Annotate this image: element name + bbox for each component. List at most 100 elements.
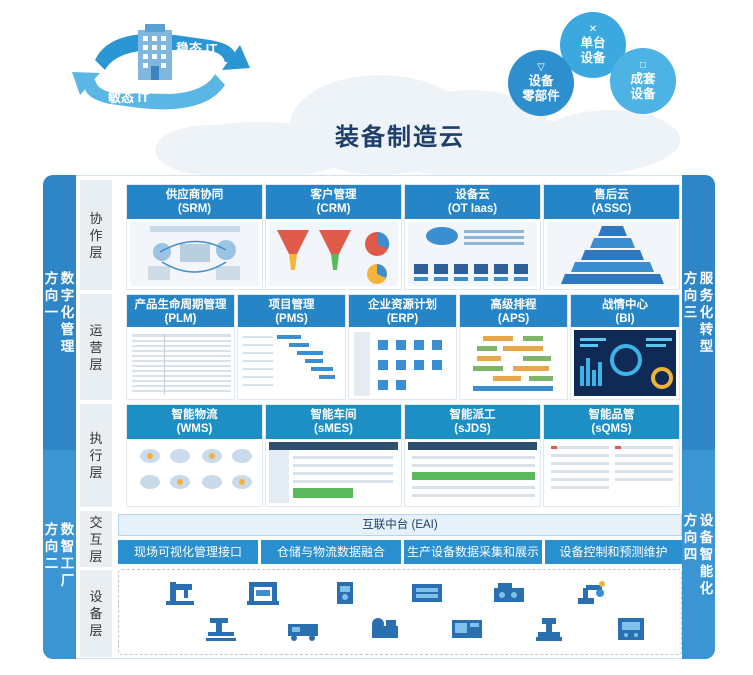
layer-device: 设备层 <box>80 570 112 657</box>
bi-preview <box>574 330 676 396</box>
erp-preview <box>352 330 453 396</box>
agile-it-label: 敏态 IT <box>108 90 150 105</box>
side-direction-4: 方向四 设备智能化 <box>682 450 715 659</box>
interface-visualization[interactable]: 现场可视化管理接口 <box>118 540 258 564</box>
module-crm-code: (CRM) <box>316 203 351 215</box>
module-aps-code: (APS) <box>497 313 530 325</box>
side-dir4-label: 方向四 <box>683 513 698 562</box>
module-bi[interactable]: 战情中心 (BI) <box>570 294 680 400</box>
interface-data-collection[interactable]: 生产设备数据采集和展示 <box>404 540 542 564</box>
interface-device-control[interactable]: 设备控制和预测维护 <box>545 540 682 564</box>
module-sjds-code: (sJDS) <box>454 423 491 435</box>
it-cycle-arrows <box>72 33 250 110</box>
bubble-parts: ▽ 设备 零部件 <box>508 50 574 116</box>
module-ot-iaas[interactable]: 设备云(OT Iaas) <box>404 184 541 290</box>
robot-arm-icon <box>578 581 605 604</box>
lathe-icon <box>494 583 524 602</box>
side-dir1-label: 方向一 <box>44 271 59 320</box>
module-sqms-name: 智能品管 <box>588 409 635 421</box>
side-direction-3: 方向三 服务化转型 <box>682 175 715 450</box>
module-assc-name: 售后云 <box>594 189 629 201</box>
module-pms-code: (PMS) <box>275 313 308 325</box>
tools-icon: ✕ <box>588 24 598 35</box>
module-erp-code: (ERP) <box>386 313 419 325</box>
side-dir2-sub: 数智工厂 <box>60 521 75 588</box>
side-dir4-sub: 设备智能化 <box>699 513 714 596</box>
grinding-machine-icon <box>372 618 398 638</box>
side-direction-2: 方向二 数智工厂 <box>43 450 76 659</box>
side-dir2-label: 方向二 <box>44 521 59 571</box>
bubble-parts-label: 设备 零部件 <box>522 74 560 103</box>
drill-press-icon <box>166 582 194 605</box>
module-smes-name: 智能车间 <box>310 409 357 421</box>
bubble-single-label: 单台 设备 <box>580 36 606 65</box>
control-panel-icon <box>618 618 644 640</box>
module-plm[interactable]: 产品生命周期管理 (PLM) <box>126 294 235 400</box>
building-icon <box>138 24 172 80</box>
side-direction-1: 方向一 数字化管理 <box>43 175 76 450</box>
smes-preview <box>269 442 398 503</box>
module-bi-code: (BI) <box>615 313 635 325</box>
ot-preview <box>408 222 537 286</box>
layer-interact-label: 交互层 <box>89 514 103 564</box>
module-sqms-code: (sQMS) <box>591 423 632 435</box>
milling-machine-icon <box>206 618 236 641</box>
module-aps[interactable]: 高级排程 (APS) <box>459 294 568 400</box>
module-smes-code: (sMES) <box>314 423 353 435</box>
hydraulic-press-icon <box>536 618 562 641</box>
conveyor-icon <box>288 624 318 641</box>
layer-exec: 执行层 <box>80 404 112 507</box>
side-dir3-sub: 服务化转型 <box>699 271 714 354</box>
module-pms[interactable]: 项目管理(PMS) <box>237 294 346 400</box>
layer-exec-label: 执行层 <box>89 431 103 480</box>
module-sjds[interactable]: 智能派工(sJDS) <box>404 404 541 507</box>
srm-preview <box>130 222 259 286</box>
module-sqms[interactable]: 智能品管 (sQMS) <box>543 404 680 507</box>
module-plm-name: 产品生命周期管理 <box>134 299 227 311</box>
stamping-machine-icon <box>247 582 279 605</box>
sqms-preview <box>547 442 676 503</box>
aps-preview <box>463 330 564 396</box>
page-title: 装备制造云 <box>335 124 465 151</box>
eai-bar: 互联中台 (EAI) <box>118 514 682 536</box>
crm-preview <box>269 222 398 286</box>
layer-ops-label: 运营层 <box>89 322 103 372</box>
side-dir1-sub: 数字化管理 <box>60 271 75 354</box>
filter-icon: ▽ <box>537 62 545 73</box>
module-crm-name: 客户管理 <box>310 189 357 201</box>
module-wms-code: (WMS) <box>176 423 213 435</box>
stable-it-label: 稳态 IT <box>176 41 218 56</box>
bubble-complete-label: 成套 设备 <box>630 72 656 101</box>
side-dir3-label: 方向三 <box>683 271 698 320</box>
interface-warehouse[interactable]: 仓储与物流数据融合 <box>261 540 401 564</box>
module-erp-name: 企业资源计划 <box>368 299 437 311</box>
module-srm[interactable]: 供应商协同 (SRM) <box>126 184 263 290</box>
machine-icon: □ <box>639 60 647 71</box>
layer-device-label: 设备层 <box>89 589 103 638</box>
module-wms-name: 智能物流 <box>171 409 218 421</box>
sjds-preview <box>408 442 537 503</box>
module-plm-code: (PLM) <box>164 313 197 325</box>
layer-collab-label: 协作层 <box>89 210 103 260</box>
module-bi-name: 战情中心 <box>602 299 648 311</box>
module-ot-code: (OT Iaas) <box>447 203 498 215</box>
machining-center-icon <box>412 584 442 602</box>
plm-preview <box>130 330 231 396</box>
layer-ops: 运营层 <box>80 294 112 400</box>
cnc-lathe-icon <box>452 620 482 638</box>
bubble-complete: □ 成套 设备 <box>610 48 676 114</box>
cnc-cabinet-icon <box>337 582 353 604</box>
wms-preview <box>130 442 259 503</box>
top-decoration <box>72 24 680 180</box>
module-crm[interactable]: 客户管理 (CRM) <box>265 184 402 290</box>
module-smes[interactable]: 智能车间 (sMES) <box>265 404 402 507</box>
pms-preview <box>241 330 342 396</box>
cloud-shape <box>155 75 680 180</box>
module-aps-name: 高级排程 <box>490 299 537 311</box>
module-erp[interactable]: 企业资源计划 (ERP) <box>348 294 457 400</box>
module-srm-code: (SRM) <box>177 203 212 215</box>
module-wms[interactable]: 智能物流 (WMS) <box>126 404 263 507</box>
module-assc[interactable]: 售后云(ASSC) <box>543 184 680 290</box>
layer-interact: 交互层 <box>80 511 112 567</box>
module-srm-name: 供应商协同 <box>165 189 224 201</box>
